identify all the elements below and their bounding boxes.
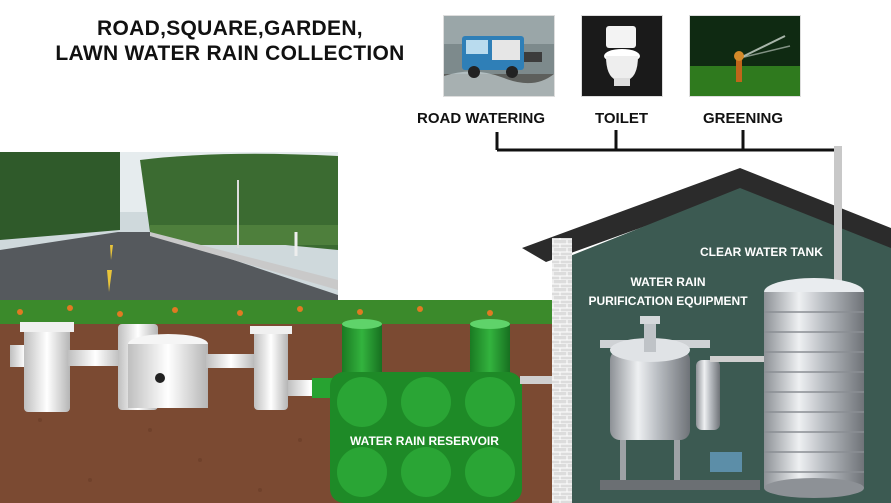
toilet-photo — [581, 15, 663, 97]
title-line-2: LAWN WATER RAIN COLLECTION — [55, 42, 405, 65]
greening-label: GREENING — [703, 110, 784, 127]
purification-label-line-1: WATER RAIN — [630, 275, 706, 289]
toilet-label: TOILET — [595, 110, 649, 127]
clear-water-tank — [764, 262, 864, 498]
greening-photo — [689, 15, 801, 97]
reservoir-modules — [330, 319, 522, 503]
purification-label: WATER RAIN PURIFICATION EQUIPMENT — [578, 273, 758, 311]
diagram-title: ROAD,SQUARE,GARDEN, LAWN WATER RAIN COLL… — [30, 16, 430, 66]
road-watering-label: ROAD WATERING — [417, 110, 546, 127]
purification-equipment — [600, 316, 766, 490]
purification-label-line-2: PURIFICATION EQUIPMENT — [588, 294, 748, 308]
title-line-1: ROAD,SQUARE,GARDEN, — [97, 17, 363, 40]
clear-water-tank-label: CLEAR WATER TANK — [700, 245, 823, 259]
reservoir-label: WATER RAIN RESERVOIR — [350, 434, 499, 448]
road-watering-photo — [443, 15, 555, 97]
street-photo — [0, 152, 338, 302]
